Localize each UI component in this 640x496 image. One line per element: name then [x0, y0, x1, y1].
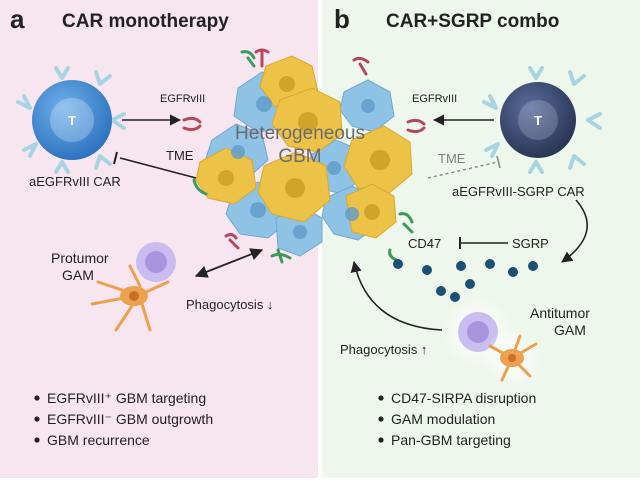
panel-a-tme-label: TME [166, 148, 194, 163]
panel-b-cd47-label: CD47 [408, 236, 441, 251]
panel-a-letter: a [10, 4, 25, 34]
heterogeneous-gbm-tumor: Heterogeneous GBM [182, 48, 426, 264]
panel-b-phagocytosis-label: Phagocytosis ↑ [340, 342, 427, 357]
panel-a-phagocytosis-label: Phagocytosis ↓ [186, 297, 273, 312]
tumor-label-line1: Heterogeneous [235, 123, 365, 144]
panel-a-bullet-2: EGFRvIII⁻ GBM outgrowth [47, 411, 213, 427]
panel-b-tme-label: TME [438, 151, 466, 166]
panel-b-car-t-cell: T [482, 66, 602, 174]
panel-a-title: CAR monotherapy [62, 11, 229, 32]
panel-b-gam-label-1: Antitumor [530, 305, 590, 321]
panel-a-tme-inhibition [113, 151, 197, 179]
panel-b-title: CAR+SGRP combo [386, 11, 559, 32]
t-cell-b-body [500, 82, 576, 158]
t-cell-a-letter: T [68, 113, 76, 128]
panel-a-car-t-cell: T [16, 66, 126, 174]
panel-a-gam-label-1: Protumor [51, 250, 109, 266]
panel-b-tme-inhibition-dashed [427, 155, 501, 179]
panel-b-sgrp-dots [393, 259, 538, 302]
panel-a-bullets: EGFRvIII⁺ GBM targeting EGFRvIII⁻ GBM ou… [34, 390, 213, 448]
panel-b-gam-label-2: GAM [554, 322, 586, 338]
panel-a-egfrviii-label: EGFRvIII [160, 93, 205, 105]
panel-b-background [322, 0, 640, 478]
panel-b-sgrp-cd47-inhibition [459, 237, 508, 249]
panel-b-car-label: aEGFRvIII-SGRP CAR [452, 184, 585, 199]
panel-a-bullet-3: GBM recurrence [47, 432, 150, 448]
panel-b-phagocytosis-arrow [350, 260, 443, 331]
panel-a-car-label: aEGFRvIII CAR [29, 174, 121, 189]
panel-b-letter: b [334, 4, 350, 34]
panel-b-antitumor-gam [440, 294, 542, 388]
panel-a-bullet-1: EGFRvIII⁺ GBM targeting [47, 390, 206, 406]
panel-b-car-to-sgrp-arrow [561, 199, 588, 263]
panel-a-protumor-gam [90, 242, 176, 332]
panel-b-bullet-1: CD47-SIRPA disruption [391, 390, 536, 406]
t-cell-a-body [32, 80, 112, 160]
panel-a-gam-label-2: GAM [62, 267, 94, 283]
panel-b-bullet-2: GAM modulation [391, 411, 495, 427]
panel-b-bullet-3: Pan-GBM targeting [391, 432, 511, 448]
t-cell-b-letter: T [534, 113, 542, 128]
panel-b-egfrviii-label: EGFRvIII [412, 93, 457, 105]
panel-b-sgrp-label: SGRP [512, 236, 549, 251]
panel-b-bullets: CD47-SIRPA disruption GAM modulation Pan… [378, 390, 536, 448]
tumor-label-line2: GBM [278, 146, 321, 167]
panel-a-gam-tumor-arrow [194, 248, 264, 278]
